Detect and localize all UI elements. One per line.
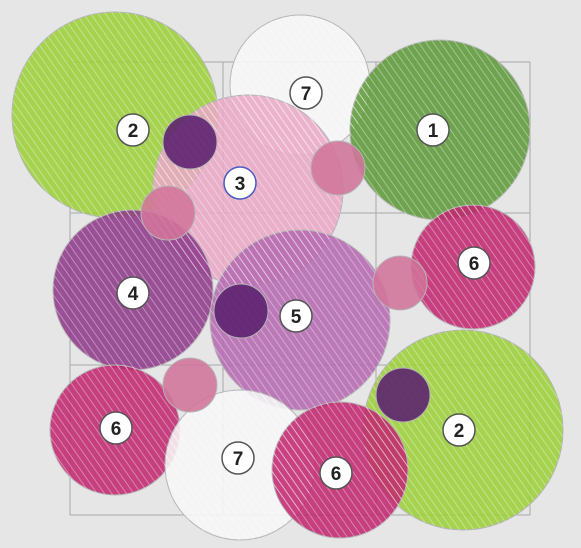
- badge-number: 4: [128, 284, 139, 305]
- badge-plant-6b: 6: [100, 412, 132, 444]
- accent-dark-3-circle: [376, 368, 430, 422]
- badge-number: 1: [428, 121, 439, 142]
- badge-plant-7a: 7: [290, 77, 322, 109]
- badge-number: 6: [331, 464, 342, 485]
- badge-number: 6: [111, 419, 122, 440]
- badge-number: 2: [128, 121, 139, 142]
- accent-rose-4-circle: [163, 358, 217, 412]
- badge-number: 2: [454, 421, 465, 442]
- badge-number: 7: [233, 449, 244, 470]
- badge-plant-5: 5: [280, 300, 312, 332]
- badge-plant-1: 1: [417, 114, 449, 146]
- badge-plant-4: 4: [117, 277, 149, 309]
- badge-number: 3: [235, 174, 246, 195]
- badge-number: 6: [469, 254, 480, 275]
- accent-dark-2-circle: [214, 284, 268, 338]
- accent-rose-1-circle: [311, 141, 365, 195]
- badge-number: 7: [301, 84, 312, 105]
- badge-number: 5: [291, 307, 302, 328]
- accent-rose-3-circle: [373, 256, 427, 310]
- accent-rose-2-circle: [141, 186, 195, 240]
- accent-dark-1-circle: [163, 115, 217, 169]
- badge-plant-2a: 2: [117, 114, 149, 146]
- badge-plant-6c: 6: [320, 457, 352, 489]
- badge-plant-3: 3: [224, 167, 256, 199]
- badge-plant-7b: 7: [222, 442, 254, 474]
- badge-plant-6a: 6: [458, 247, 490, 279]
- badge-plant-2b: 2: [443, 414, 475, 446]
